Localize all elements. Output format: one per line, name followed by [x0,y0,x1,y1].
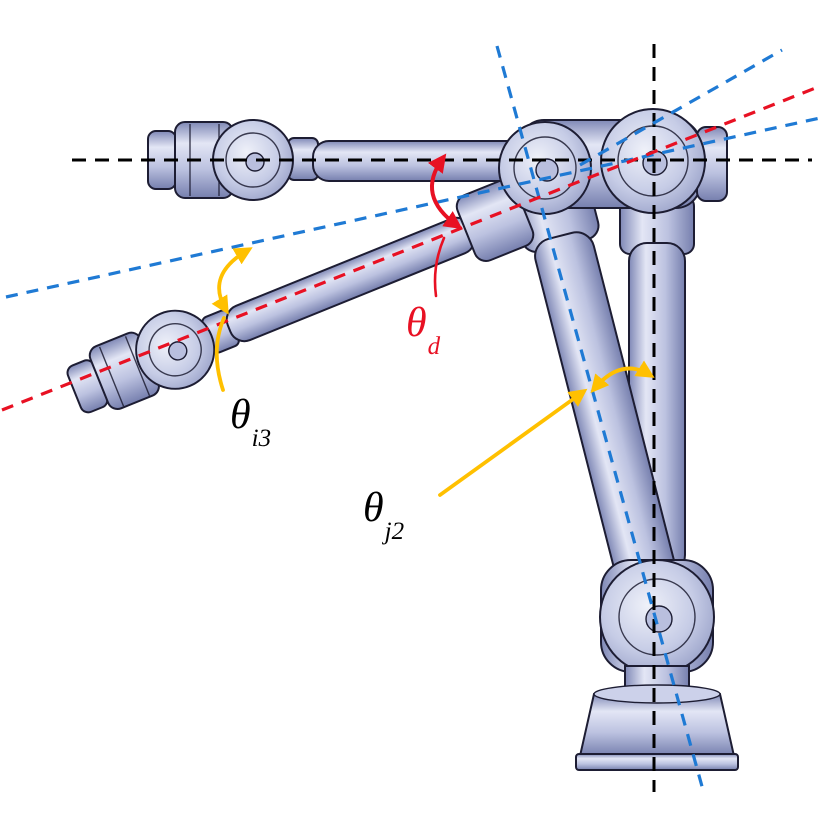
lower-wrist-joint-hub [168,341,188,361]
blue-axis-lower-arm-line [5,116,821,299]
theta-j2-angle-arrow [590,360,655,394]
lower-wrist-band [124,336,151,397]
lower-arm-tube [225,216,476,343]
shoulder-joint-left-ring [513,136,577,200]
theta-i3-leader-line [214,316,226,392]
theta-i3-symbol: θ [230,392,251,438]
robot-arm [66,108,739,771]
base-plate [575,753,739,771]
label-theta-j2: θj2 [363,485,404,544]
blue-axis-tilted-link-line [495,45,705,791]
theta-d-subscript: d [427,333,441,361]
shoulder-joint-left-hub [535,158,559,182]
upper-wrist-joint-hub [245,152,265,172]
theta-d-leader-line [433,236,446,298]
lower-wrist-joint-ring [148,323,202,377]
lower-wrist-band [98,346,125,407]
theta-d-angle-arrow [427,153,463,230]
blue-axis-upper-line [579,48,783,167]
label-theta-d: θd [406,300,440,359]
theta-d-symbol: θ [406,300,427,346]
robot-link-lower-arm [66,179,535,414]
theta-j2-subscript: j2 [384,518,405,546]
angle-annotations [211,153,655,497]
robot-base-joint [599,559,715,675]
base-joint-hub [645,605,673,633]
theta-j2-symbol: θ [363,485,384,531]
theta-i3-angle-arrow [211,247,253,315]
theta-i3-subscript: i3 [251,425,272,453]
robot-base [575,665,739,771]
theta-j2-leader-arrow [438,388,588,497]
robot-link-upper-arm [147,119,539,201]
base-flange-top [593,684,721,704]
label-theta-i3: θi3 [230,392,271,451]
base-joint-ring [618,578,696,656]
